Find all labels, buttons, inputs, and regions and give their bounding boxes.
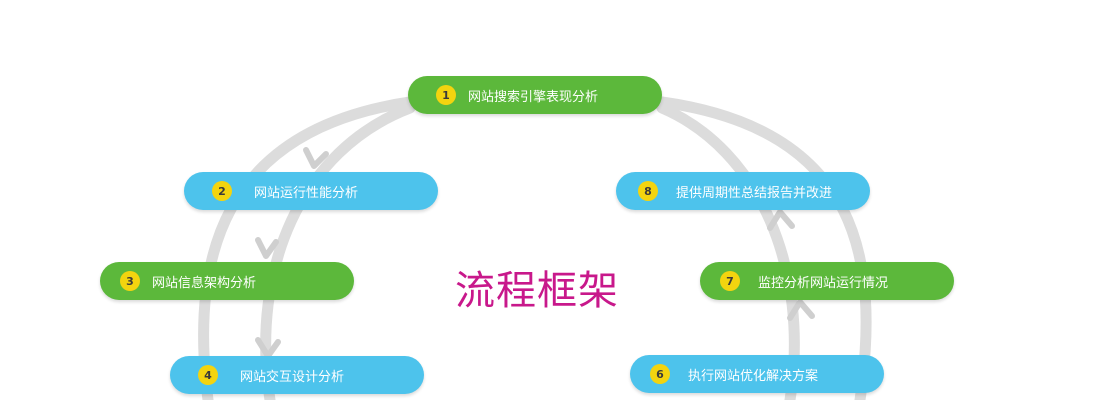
arrow-up-1	[767, 209, 795, 231]
step-3-pill: 3 网站信息架构分析	[100, 262, 354, 300]
arrow-down-2	[255, 237, 279, 259]
step-2-pill: 2 网站运行性能分析	[184, 172, 438, 210]
step-1-pill: 1 网站搜索引擎表现分析	[408, 76, 662, 114]
ring-inner-right	[656, 102, 800, 400]
step-number-badge: 1	[436, 85, 456, 105]
step-label: 网站搜索引擎表现分析	[468, 89, 599, 105]
step-label: 网站运行性能分析	[254, 185, 359, 201]
arrow-down-1	[303, 147, 329, 169]
step-label: 执行网站优化解决方案	[688, 368, 819, 384]
step-6-pill: 6 执行网站优化解决方案	[630, 355, 884, 393]
step-label: 网站信息架构分析	[152, 275, 257, 291]
step-number-badge: 6	[650, 364, 670, 384]
step-number-badge: 8	[638, 181, 658, 201]
step-label: 提供周期性总结报告并改进	[676, 185, 833, 201]
step-number-badge: 4	[198, 365, 218, 385]
step-label: 监控分析网站运行情况	[758, 275, 889, 291]
diagram-title: 流程框架	[455, 268, 619, 314]
arrow-up-2	[787, 299, 815, 321]
step-label: 网站交互设计分析	[240, 369, 345, 385]
step-number-badge: 2	[212, 181, 232, 201]
step-8-pill: 8 提供周期性总结报告并改进	[616, 172, 870, 210]
step-7-pill: 7 监控分析网站运行情况	[700, 262, 954, 300]
step-4-pill: 4 网站交互设计分析	[170, 356, 424, 394]
step-number-badge: 3	[120, 271, 140, 291]
step-number-badge: 7	[720, 271, 740, 291]
